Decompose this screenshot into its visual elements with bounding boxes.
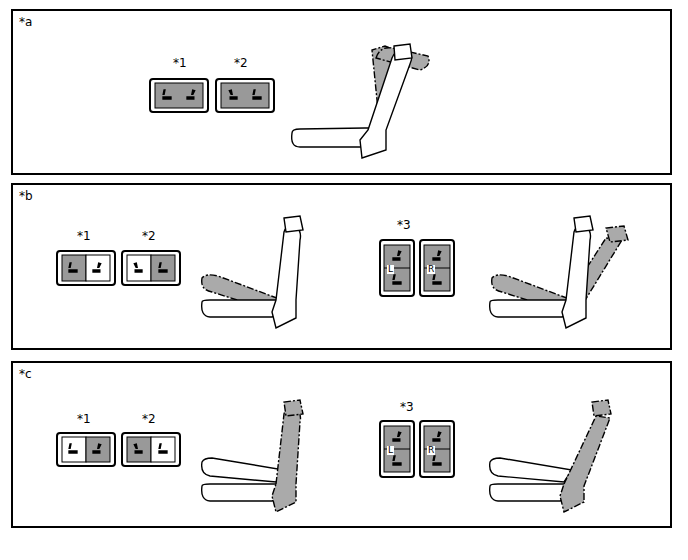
callout-number: *1 (77, 413, 91, 425)
panel-box: *c (11, 361, 672, 528)
panel-box: *a (11, 9, 672, 175)
callout-number: *1 (77, 230, 91, 242)
panel-box: *b (11, 183, 672, 350)
callout-number: *2 (142, 413, 156, 425)
callout-number: *2 (142, 230, 156, 242)
panel-label: *b (19, 189, 33, 203)
panel-label: *c (19, 367, 32, 381)
callout-number: *2 (234, 57, 248, 69)
callout-number: *1 (173, 57, 187, 69)
callout-number: *3 (400, 401, 414, 413)
side-letter: R (427, 446, 435, 455)
panel-label: *a (19, 15, 32, 29)
side-letter: L (387, 446, 394, 455)
side-letter: R (427, 265, 435, 274)
callout-number: *3 (397, 219, 411, 231)
side-letter: L (387, 265, 394, 274)
